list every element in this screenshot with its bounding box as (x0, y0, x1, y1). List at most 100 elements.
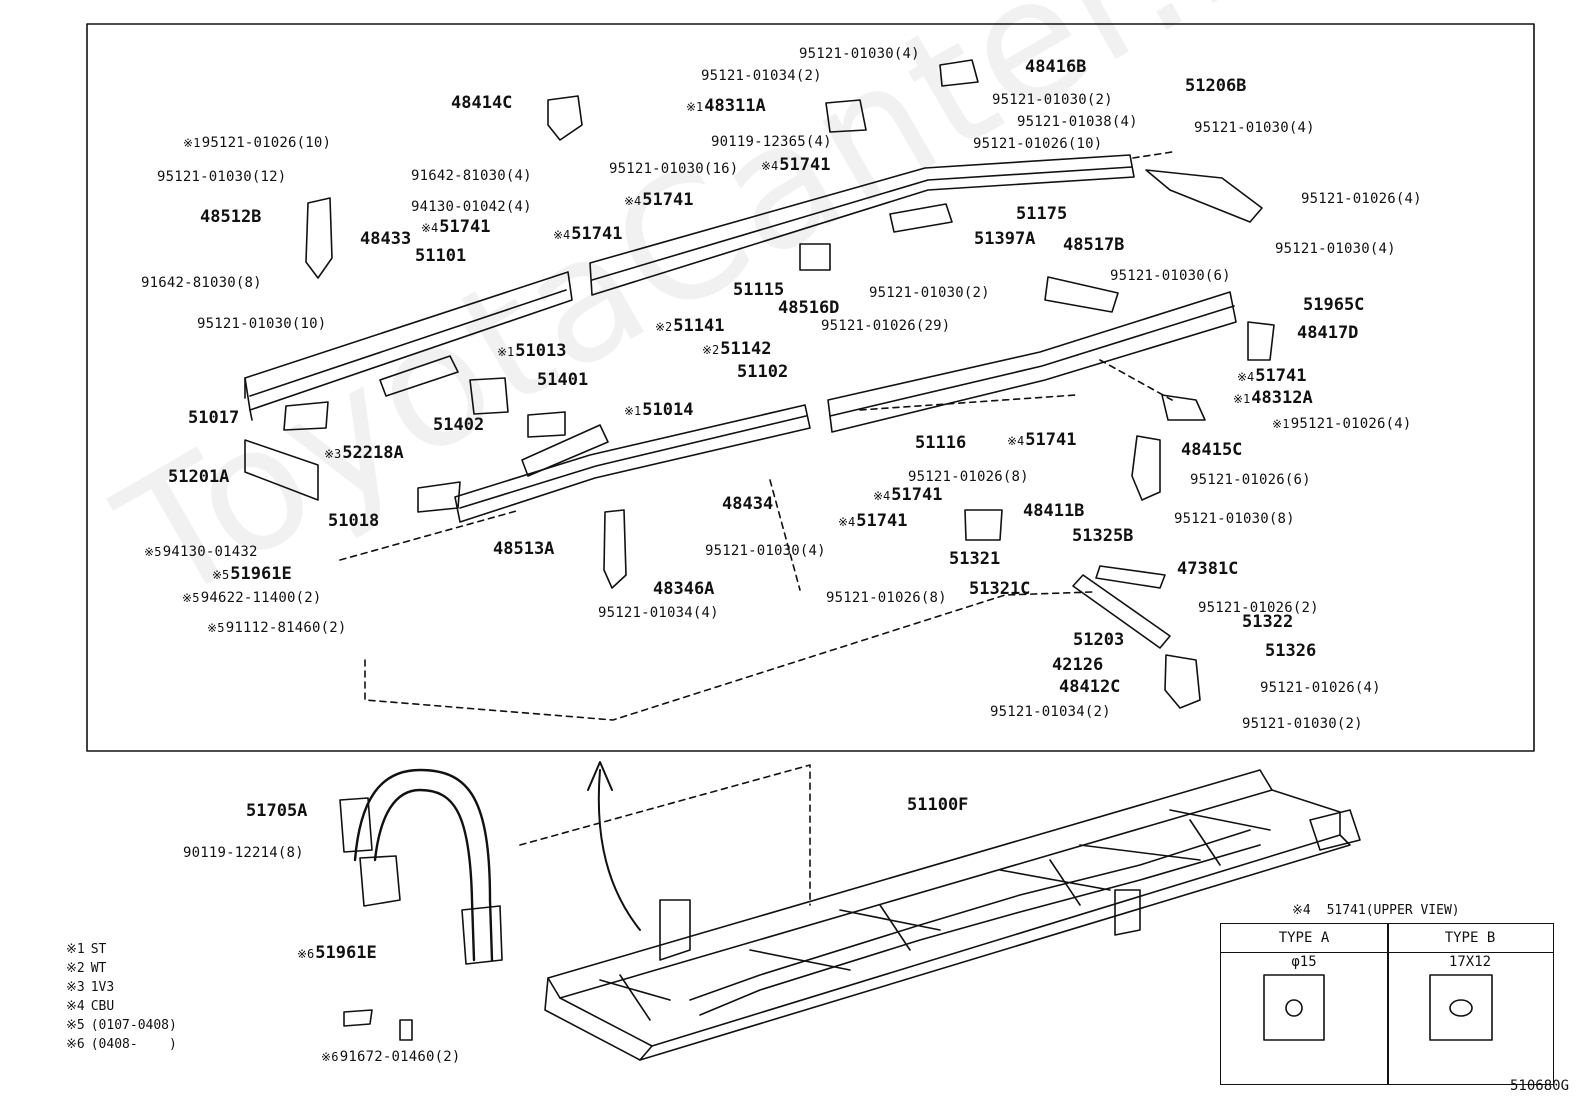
part-label-p51102: 51102 (737, 364, 788, 381)
part-label-p48417D: 48417D (1297, 325, 1358, 342)
part-label-p48414C: 48414C (451, 95, 512, 112)
label-text: 91642-81030(4) (411, 168, 532, 184)
option-mark: ※4 (1237, 370, 1255, 384)
label-text: 51018 (328, 511, 380, 531)
label-text: 51115 (733, 280, 785, 300)
label-text: 51201A (168, 467, 230, 487)
label-text: 48517B (1063, 235, 1125, 255)
label-text: 51402 (433, 415, 485, 435)
legend-text: (0107-0408) (90, 1018, 177, 1033)
label-text: 51741 (439, 217, 491, 237)
option-mark: ※4 (421, 221, 439, 235)
label-text: 95121-01030(6) (1110, 268, 1231, 284)
bolt-label-b95121-01026-10-left: ※195121-01026(10) (183, 136, 331, 150)
label-text: 48411B (1023, 501, 1085, 521)
option-mark: ※4 (1007, 434, 1025, 448)
part-label-p48434: 48434 (722, 496, 773, 513)
bolt-label-b95121-01034-2-top: 95121-01034(2) (701, 69, 822, 83)
label-text: 51741 (1255, 366, 1307, 386)
part-label-p48415C: 48415C (1181, 442, 1242, 459)
label-text: 51397A (974, 229, 1036, 249)
option-mark: ※6 (297, 947, 315, 961)
part-label-p51175: 51175 (1016, 206, 1067, 223)
type-table-caption: ※4 51741(UPPER VIEW) (1292, 904, 1460, 917)
part-label-p48411B: 48411B (1023, 503, 1084, 520)
label-text: 48512B (200, 207, 262, 227)
part-label-p51397A: 51397A (974, 231, 1035, 248)
part-label-p51201A: 51201A (168, 469, 229, 486)
option-mark: ※1 (497, 345, 515, 359)
bolt-label-b95121-01026-4-right: 95121-01026(4) (1301, 192, 1422, 206)
part-label-p51116: 51116 (915, 435, 966, 452)
label-text: 95121-01026(2) (1198, 600, 1319, 616)
part-label-p51741-f: ※451741 (1007, 432, 1076, 449)
legend-mark: ※5 (66, 1018, 85, 1033)
label-text: 95121-01026(10) (201, 135, 332, 151)
bolt-label-b95121-01026-8-b: 95121-01026(8) (826, 591, 947, 605)
part-label-p51741-a: ※451741 (761, 157, 830, 174)
caption-mark: ※4 (1292, 903, 1311, 918)
bolt-label-b94130-01042-4: 94130-01042(4) (411, 200, 532, 214)
label-text: 48417D (1297, 323, 1359, 343)
label-text: 51325B (1072, 526, 1134, 546)
label-text: 51961E (230, 564, 292, 584)
label-text: 95121-01030(8) (1174, 511, 1295, 527)
label-text: 95121-01026(4) (1301, 191, 1422, 207)
option-mark: ※5 (207, 621, 225, 635)
label-text: 48415C (1181, 440, 1243, 460)
label-text: 51741 (779, 155, 831, 175)
bolt-label-b95121-01026-8-a: 95121-01026(8) (908, 470, 1029, 484)
label-text: 48516D (778, 298, 840, 318)
label-text: 51321C (969, 579, 1031, 599)
part-label-p42126: 42126 (1052, 657, 1103, 674)
bolt-label-b95121-01030-6: 95121-01030(6) (1110, 269, 1231, 283)
bolt-label-b95121-01030-4-mid: 95121-01030(4) (705, 544, 826, 558)
label-text: 51203 (1073, 630, 1125, 650)
label-text: 94130-01042(4) (411, 199, 532, 215)
label-text: 51100F (907, 795, 969, 815)
part-label-p51321: 51321 (949, 551, 1000, 568)
label-text: 95121-01030(2) (869, 285, 990, 301)
part-label-p48516D: 48516D (778, 300, 839, 317)
bolt-label-b95121-01030-8: 95121-01030(8) (1174, 512, 1295, 526)
label-text: 95121-01026(29) (821, 318, 951, 334)
legend-text: ST (90, 942, 107, 957)
option-mark: ※6 (321, 1050, 339, 1064)
part-label-p51741-h: ※451741 (838, 513, 907, 530)
detail-frame-border (86, 23, 1535, 752)
part-label-p51321C: 51321C (969, 581, 1030, 598)
part-label-p51961E-b: ※651961E (297, 945, 377, 962)
label-text: 95121-01026(8) (908, 469, 1029, 485)
caption-text: 51741(UPPER VIEW) (1326, 903, 1460, 918)
part-label-p51741-e: ※451741 (1237, 368, 1306, 385)
label-text: 95121-01026(8) (826, 590, 947, 606)
label-text: 95121-01026(10) (973, 136, 1103, 152)
part-label-p51018: 51018 (328, 513, 379, 530)
label-text: 51741 (891, 485, 943, 505)
legend-row: ※6(0408- ) (66, 1037, 236, 1056)
part-label-p51014: ※151014 (624, 402, 693, 419)
part-label-p51206B: 51206B (1185, 78, 1246, 95)
label-text: 95121-01026(4) (1260, 680, 1381, 696)
label-text: 51013 (515, 341, 567, 361)
bolt-label-b95121-01034-2-bot: 95121-01034(2) (990, 705, 1111, 719)
option-mark: ※5 (182, 591, 200, 605)
option-mark: ※1 (1272, 417, 1290, 431)
bolt-label-b95121-01030-10: 95121-01030(10) (197, 317, 326, 331)
label-text: 48513A (493, 539, 555, 559)
bolt-label-b91672-01460-2: ※691672-01460(2) (321, 1050, 461, 1064)
option-mark: ※4 (838, 515, 856, 529)
legend-mark: ※2 (66, 961, 85, 976)
legend-text: 1V3 (90, 980, 115, 995)
part-label-p48416B: 48416B (1025, 59, 1086, 76)
bolt-label-b95121-01038-4: 95121-01038(4) (1017, 115, 1138, 129)
option-mark: ※1 (624, 404, 642, 418)
label-text: 51961E (315, 943, 377, 963)
bolt-label-b95121-01030-4-r2: 95121-01030(4) (1275, 242, 1396, 256)
option-mark: ※4 (553, 228, 571, 242)
legend-text: CBU (90, 999, 115, 1014)
